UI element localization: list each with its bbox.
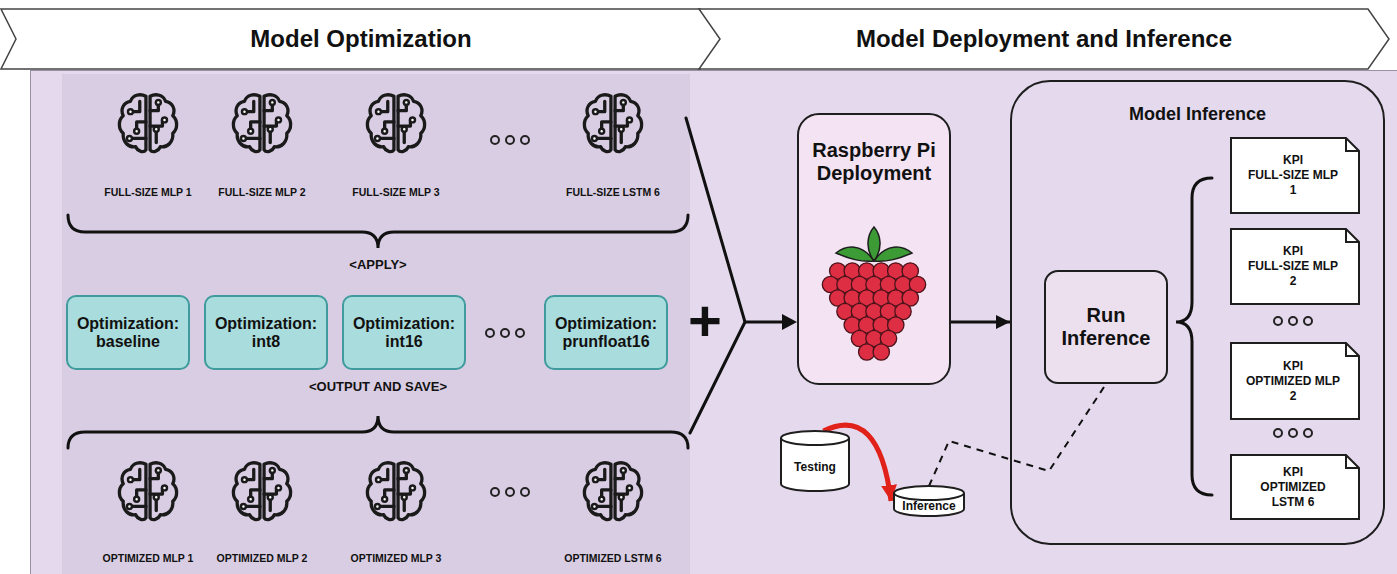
bracket [68, 416, 688, 448]
database-cylinder: Testing [780, 430, 850, 492]
kpi-label: KPI [1283, 465, 1303, 480]
cylinder-body [781, 431, 849, 491]
brain-icon [363, 458, 429, 524]
model-icon: OPTIMIZED MLP 1 [78, 458, 218, 570]
kpi-document: KPIOPTIMIZED LSTM 6 [1230, 454, 1360, 520]
brain-icon [229, 458, 295, 524]
model-label: FULL-SIZE MLP 2 [218, 186, 305, 198]
model-icon: FULL-SIZE MLP 2 [192, 90, 332, 202]
inference-group: Model InferenceRun InferenceKPIFULL-SIZE… [1010, 80, 1385, 545]
optimization-label: Optimization: prunfloat16 [552, 315, 660, 351]
kpi-document: KPIOPTIMIZED MLP 2 [1230, 342, 1360, 420]
document-shape [1231, 343, 1359, 419]
cylinder-rim [781, 438, 849, 445]
step-label: <OUTPUT AND SAVE> [278, 380, 478, 393]
kpi-document: KPIFULL-SIZE MLP 2 [1230, 228, 1360, 305]
model-icon: OPTIMIZED MLP 3 [326, 458, 466, 570]
document-shape [1231, 455, 1359, 519]
connector [951, 321, 1010, 324]
brain-icon [363, 90, 429, 156]
raspberry-icon [814, 221, 934, 361]
brain-icon [115, 90, 181, 156]
model-icon: FULL-SIZE MLP 1 [78, 90, 218, 202]
plus-sign: + [682, 292, 728, 350]
database-label: Inference [902, 499, 955, 513]
optimization-label: Optimization: int16 [350, 315, 458, 351]
process-label: Run Inference [1052, 304, 1160, 350]
chevron-shape [699, 9, 1389, 69]
chevron-shape [1, 9, 721, 69]
deployment-box: Raspberry Pi Deployment [797, 113, 951, 385]
deployment-label: Raspberry Pi Deployment [807, 139, 941, 185]
kpi-label: FULL-SIZE MLP 1 [1246, 168, 1341, 198]
kpi-label: FULL-SIZE MLP 2 [1246, 259, 1341, 289]
step-label: <APPLY> [278, 258, 478, 271]
header-chevron: Model Optimization [0, 8, 722, 70]
document-fold [1346, 455, 1359, 468]
optimization-box: Optimization: prunfloat16 [544, 295, 668, 370]
merge-line [686, 118, 745, 433]
model-label: OPTIMIZED LSTM 6 [564, 552, 661, 564]
brain-icon [229, 90, 295, 156]
group-title: Model Inference [1129, 104, 1266, 125]
arrow-head [782, 314, 797, 330]
header-text: Model Optimization [250, 25, 471, 53]
document-shape [1231, 229, 1359, 304]
merge-arrow [745, 321, 784, 324]
kpi-label: KPI [1283, 244, 1303, 259]
model-label: OPTIMIZED MLP 1 [103, 552, 194, 564]
header-text: Model Deployment and Inference [856, 25, 1232, 53]
model-label: FULL-SIZE LSTM 6 [566, 186, 660, 198]
optimization-box: Optimization: baseline [66, 295, 190, 370]
cylinder-body [894, 486, 964, 516]
optimization-label: Optimization: baseline [74, 315, 182, 351]
optimization-box: Optimization: int16 [342, 295, 466, 370]
database-cylinder: Inference [893, 485, 965, 517]
model-icon: FULL-SIZE LSTM 6 [543, 90, 683, 202]
database-label: Testing [794, 460, 836, 474]
model-icon: OPTIMIZED MLP 2 [192, 458, 332, 570]
model-icon: OPTIMIZED LSTM 6 [543, 458, 683, 570]
kpi-label: KPI [1283, 359, 1303, 374]
brace [1176, 178, 1212, 495]
optimization-label: Optimization: int8 [212, 315, 320, 351]
kpi-label: OPTIMIZED LSTM 6 [1246, 480, 1341, 510]
document-fold [1346, 343, 1359, 356]
brain-icon [580, 458, 646, 524]
model-icon: FULL-SIZE MLP 3 [326, 90, 466, 202]
model-label: FULL-SIZE MLP 1 [104, 186, 191, 198]
kpi-document: KPIFULL-SIZE MLP 1 [1230, 137, 1360, 214]
bracket [68, 215, 688, 248]
document-shape [1231, 138, 1359, 213]
brain-icon [115, 458, 181, 524]
brain-icon [580, 90, 646, 156]
optimization-box: Optimization: int8 [204, 295, 328, 370]
model-label: OPTIMIZED MLP 3 [351, 552, 442, 564]
kpi-label: OPTIMIZED MLP 2 [1246, 374, 1341, 404]
process-box: Run Inference [1044, 270, 1168, 384]
connector [929, 384, 1106, 486]
model-label: OPTIMIZED MLP 2 [217, 552, 308, 564]
model-label: FULL-SIZE MLP 3 [352, 186, 439, 198]
header-chevron: Model Deployment and Inference [698, 8, 1390, 70]
kpi-label: KPI [1283, 153, 1303, 168]
document-fold [1346, 229, 1359, 242]
document-fold [1346, 138, 1359, 151]
